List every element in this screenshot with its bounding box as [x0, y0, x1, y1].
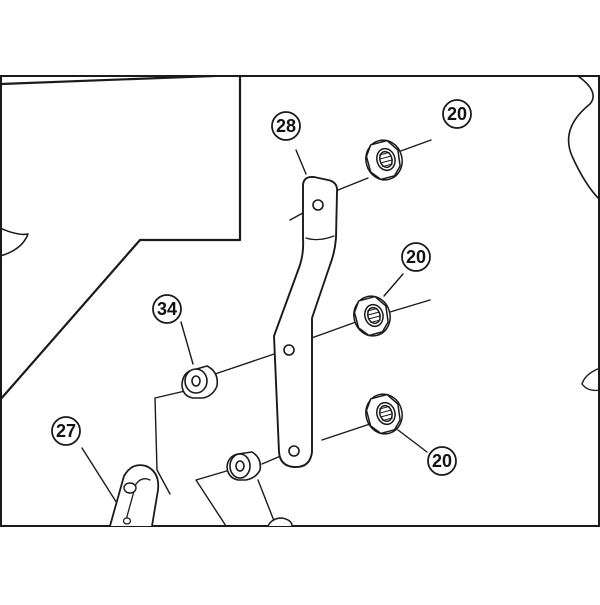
callout-circle [152, 294, 182, 324]
callout-20-bottom: 20 [427, 446, 457, 476]
bracket-27[interactable] [109, 464, 160, 526]
callout-34: 34 [152, 294, 182, 324]
bracket-plate-28[interactable] [273, 175, 339, 468]
callout-label: 28 [276, 116, 296, 136]
callout-circle [442, 99, 472, 129]
callout-circle [51, 416, 81, 446]
cover-edge-right [581, 367, 599, 392]
callout-28: 28 [271, 111, 301, 141]
callout-circle [401, 242, 431, 272]
frame-body-outline [1, 76, 242, 401]
leader-lines [81, 139, 432, 526]
bracket-hole-top [312, 199, 324, 211]
callout-label: 20 [447, 104, 467, 124]
callout-27: 27 [51, 416, 81, 446]
callout-circle [271, 111, 301, 141]
cover-curve-right [567, 76, 599, 201]
frame-curve-left [1, 227, 29, 257]
flange-nut-middle[interactable] [349, 292, 394, 340]
flange-nut-top[interactable] [361, 136, 406, 184]
collar-lower[interactable] [226, 451, 262, 481]
bracket-hole-middle [283, 344, 295, 356]
callout-label: 20 [406, 247, 426, 267]
spacer-cutoff [267, 517, 293, 526]
callout-label: 27 [56, 421, 76, 441]
callout-20-middle: 20 [401, 242, 431, 272]
bracket-hole-bottom [288, 445, 300, 457]
callout-20-top: 20 [442, 99, 472, 129]
callout-label: 34 [157, 299, 177, 319]
callout-label: 20 [432, 451, 452, 471]
callout-circle [427, 446, 457, 476]
bracket-bend-line [305, 235, 335, 241]
collar-34[interactable] [181, 365, 219, 399]
flange-nut-bottom[interactable] [361, 390, 406, 438]
